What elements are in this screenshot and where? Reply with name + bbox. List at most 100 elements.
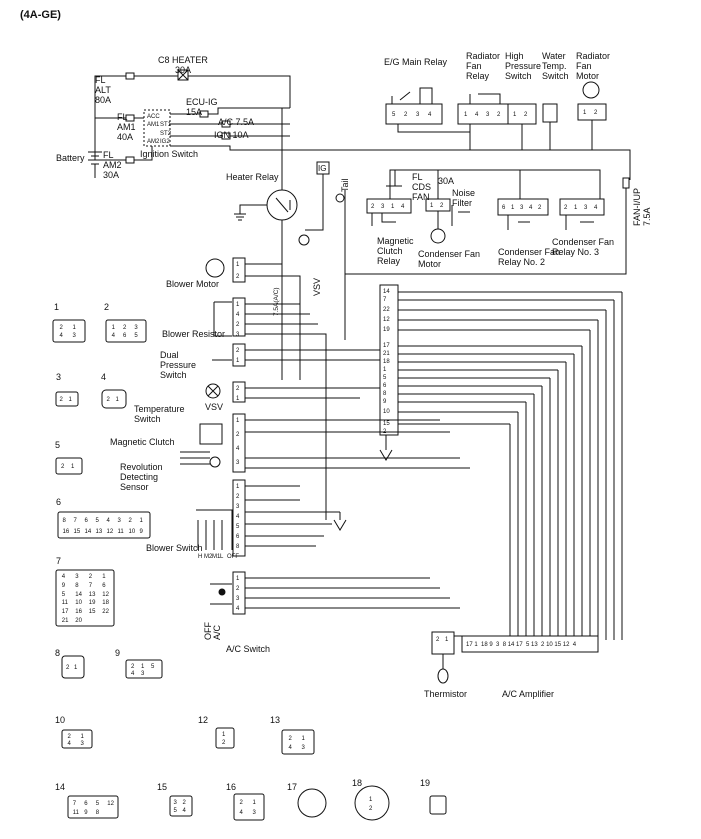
ground-icon (234, 213, 246, 221)
cond_relay2-pin: 3 (520, 205, 524, 211)
vsv-cross-icon (207, 385, 219, 397)
c13-pin: 4 (288, 744, 292, 751)
c15-pin: 3 (173, 800, 177, 806)
c6-pin: 1 (139, 517, 143, 524)
thermistor-pin: 1 (445, 637, 449, 643)
c6-pin: 6 (84, 517, 88, 524)
c15-pin: 4 (182, 808, 186, 814)
blower_switch-pin: 1 (236, 484, 240, 490)
cond-relay2-coil (507, 215, 530, 230)
rad_fan_relay-pin: 1 (464, 112, 468, 118)
connector-7-pin: 5 (383, 375, 387, 381)
clutch-connector (232, 413, 246, 473)
radiator-fan-relay-coil (469, 93, 501, 104)
revolution-sensor-label: Revolution Detecting Sensor (120, 462, 163, 492)
connector-7-pin: 6 (383, 383, 387, 389)
mag-relay-coil (371, 213, 396, 226)
radiator-fan-motor (582, 81, 600, 99)
c10-pin: 1 (80, 733, 84, 740)
ac-amplifier-label: A/C Amplifier (502, 689, 555, 699)
magnetic-clutch-body (180, 451, 210, 465)
ig-feed-wire (305, 174, 324, 231)
heater-relay-group (234, 108, 298, 380)
cond_relay2-pin: 2 (538, 205, 542, 211)
temperature-switch-label: Temperature Switch (134, 404, 185, 424)
condenser-fan-motor-label: Condenser Fan Motor (418, 249, 481, 269)
amplifier-feed-wires (509, 292, 623, 640)
connector-id-19: 19 (420, 778, 431, 788)
connector-7-pin: 18 (383, 359, 390, 365)
battery-icon (88, 151, 102, 165)
c10-pin: 2 (67, 733, 71, 740)
blower_switch-pin: 3 (236, 504, 240, 510)
connector-id-2: 2 (104, 302, 110, 312)
c12-pin: 1 (222, 732, 226, 738)
c8-pin: 2 (66, 665, 70, 671)
fl-am2-fusible-link (125, 156, 135, 164)
c6-pin: 5 (95, 517, 99, 524)
fan-fuse-label: FAN-I/UP 7.5A (632, 187, 652, 226)
eg_main-pin: 5 (392, 112, 396, 118)
rad_fan_relay-pin: 2 (497, 112, 501, 118)
left-blocks (180, 257, 470, 615)
connector-10-face (61, 729, 93, 749)
noise-filter-label: Noise Filter (452, 188, 476, 208)
blower-motor-label: Blower Motor (166, 279, 220, 289)
switch-pos-am2: AM2 (147, 139, 160, 145)
connector-id-15: 15 (157, 782, 168, 792)
cds-fuse-wire (386, 170, 402, 187)
cond_motor-pin: 1 (430, 203, 434, 209)
c7-pin: 21 (61, 617, 69, 624)
c14-pin: 5 (95, 800, 100, 807)
mag_relay-pin: 1 (391, 204, 395, 210)
clutch-pin: 3 (236, 460, 240, 466)
connector-id-12: 12 (198, 715, 209, 725)
ign-fuse-label: IGN 10A (214, 130, 249, 140)
fl-am1-label: FL AM1 40A (117, 112, 136, 142)
c3-pin: 2 (59, 397, 63, 403)
eg_main-pin: 4 (428, 112, 432, 118)
blower-pos-m2: M2 (204, 554, 213, 560)
blower-resistor-label: Blower Resistor (162, 329, 226, 339)
indicator-lamp-icon (298, 234, 310, 246)
c13-pin: 2 (288, 735, 292, 742)
clutch-pin: 4 (236, 446, 240, 452)
mag_relay-pin: 4 (401, 204, 405, 210)
c14-pin: 11 (72, 809, 79, 816)
c7-pin: 9 (61, 583, 66, 589)
thermistor-label: Thermistor (424, 689, 468, 699)
blower_switch-pin: 2 (236, 494, 240, 500)
c9-pin: 2 (131, 663, 135, 670)
c6-pin: 9 (139, 528, 143, 535)
c7-pin: 11 (61, 600, 68, 607)
switch-pos-st1: ST1 (160, 122, 172, 128)
c4-pin: 2 (106, 397, 110, 403)
blower-switch-label: Blower Switch (146, 543, 203, 553)
connector-7-pin: 12 (383, 317, 390, 323)
blower_resistor-pin: 2 (236, 322, 240, 328)
switch-pos-ig2: IG2 (160, 139, 170, 145)
cond_relay3-pin: 3 (584, 205, 588, 211)
connector-id-9: 9 (115, 648, 121, 658)
connector-6-face (57, 511, 151, 539)
c5-pin: 1 (71, 464, 75, 470)
heater-relay-ground-wire (239, 204, 267, 214)
c18-pin: 2 (369, 805, 373, 812)
c6-pin: 16 (62, 528, 70, 535)
breaker-cross-icon (177, 69, 189, 81)
switch-pos-st2: ST2 (160, 131, 172, 137)
c1-pin: 3 (72, 333, 76, 339)
diagram-title: (4A-GE) (20, 9, 61, 21)
connector-7-arrow (379, 435, 393, 461)
connector-13-face (281, 729, 315, 755)
clutch-pin: 2 (236, 432, 240, 438)
vsv-pin: 1 (236, 396, 240, 402)
relay-contact-icon (275, 197, 291, 213)
c7-pin: 5 (61, 591, 66, 598)
ac-indicator-icon (218, 588, 226, 596)
c7-pin: 19 (88, 600, 96, 607)
c7-pin: 15 (88, 609, 96, 615)
connector-4-face (101, 389, 127, 409)
connector-id-18: 18 (352, 778, 363, 788)
dual-pressure-switch-connector (232, 343, 246, 367)
